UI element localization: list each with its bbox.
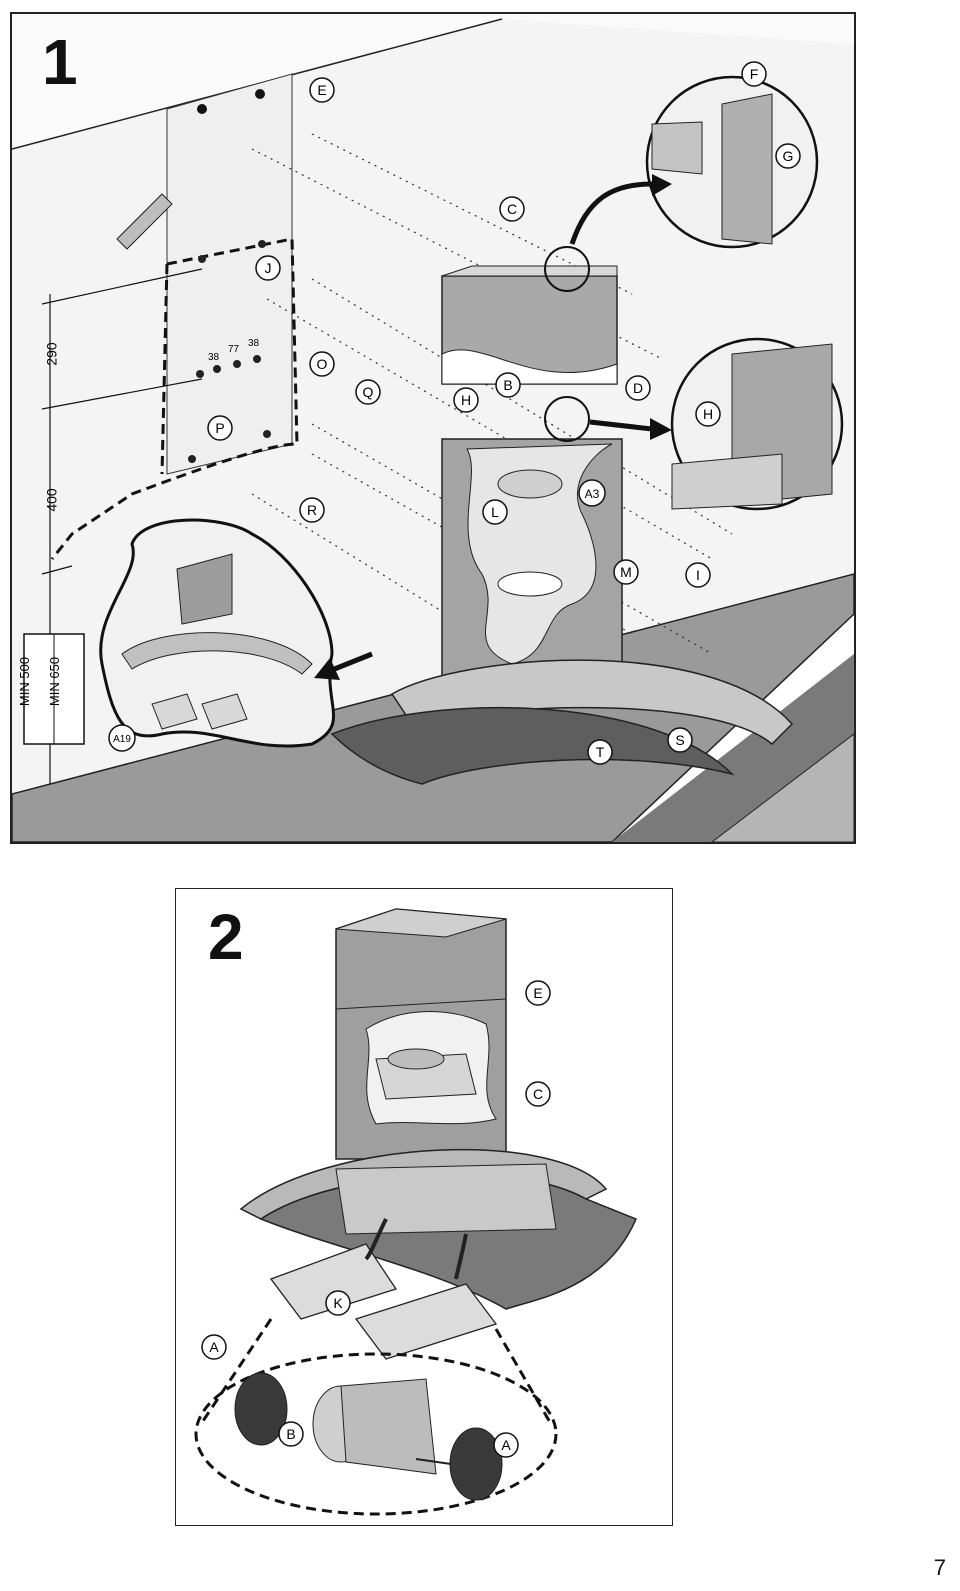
panel-2-filter-diagram: 2 E C K A B A [175,888,673,1526]
callout-J: J [255,255,281,281]
svg-text:G: G [783,148,794,164]
callout-P: P [207,415,233,441]
callout-S: S [667,727,693,753]
callout-C: C [499,196,525,222]
dimension-38-left: 38 [208,352,220,363]
svg-text:E: E [317,82,326,98]
svg-text:P: P [215,420,224,436]
svg-text:A19: A19 [113,734,131,745]
callout-H-inset: H [695,401,721,427]
callout-R: R [299,497,325,523]
svg-text:B: B [503,377,512,393]
svg-text:F: F [750,66,759,82]
callout-H: H [453,387,479,413]
svg-text:O: O [317,356,328,372]
callout-M: M [613,559,639,585]
svg-text:L: L [491,504,499,520]
svg-text:B: B [286,1426,295,1442]
callout-L: L [482,499,508,525]
callout-O: O [309,351,335,377]
panel-number: 1 [42,26,78,98]
panel-1-wall-mount-diagram: 1 290 400 38 77 38 MIN 500 MIN 650 E F G… [10,12,856,844]
callout-C: C [525,1081,551,1107]
callout-G: G [775,143,801,169]
callout-E: E [309,77,335,103]
panel-1-illustration [12,14,854,842]
svg-text:C: C [533,1086,543,1102]
svg-text:K: K [333,1295,343,1311]
callout-A3: A3 [578,479,606,507]
callout-B: B [278,1421,304,1447]
svg-text:A: A [501,1437,511,1453]
callout-Q: Q [355,379,381,405]
callout-T: T [587,739,613,765]
callout-A19: A19 [108,724,136,752]
page-number: 7 [933,1555,946,1580]
panel-2-illustration [194,908,637,1516]
panel-1-callouts: E F G C J D O Q H B P A3 L R M I A19 T S… [108,61,801,765]
svg-text:D: D [633,380,643,396]
svg-text:Q: Q [363,384,374,400]
svg-text:E: E [533,985,542,1001]
svg-text:H: H [703,406,713,422]
callout-A-left: A [201,1334,227,1360]
svg-text:C: C [507,201,517,217]
callout-F: F [741,61,767,87]
callout-D: D [625,375,651,401]
panel-number: 2 [208,901,244,973]
svg-text:A: A [209,1339,219,1355]
svg-text:A3: A3 [585,487,600,501]
svg-text:J: J [265,260,272,276]
svg-text:I: I [696,567,700,583]
callout-A-right: A [493,1432,519,1458]
callout-B: B [495,372,521,398]
svg-text:M: M [620,564,632,580]
svg-text:R: R [307,502,317,518]
dimension-38-right: 38 [248,338,260,349]
svg-text:H: H [461,392,471,408]
callout-K: K [325,1290,351,1316]
svg-text:S: S [675,732,684,748]
callout-E: E [525,980,551,1006]
panel-2-callouts: E C K A B A [201,980,551,1458]
svg-text:T: T [596,744,605,760]
dimension-77: 77 [228,344,240,355]
callout-I: I [685,562,711,588]
